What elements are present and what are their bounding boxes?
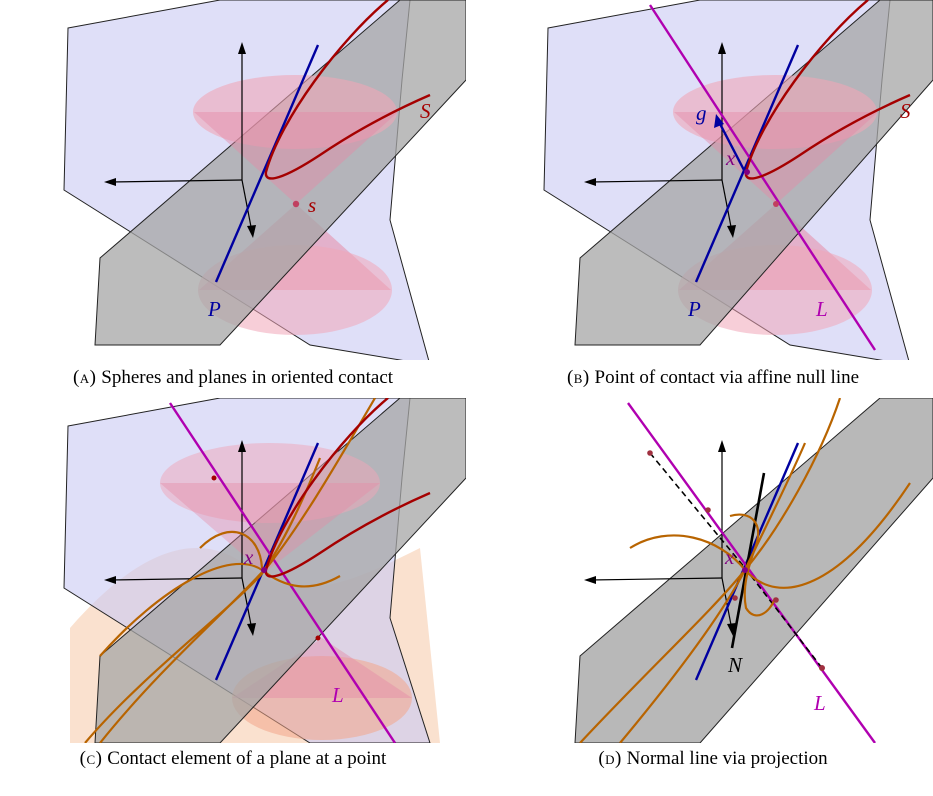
point-top bbox=[211, 475, 217, 481]
null-line bbox=[694, 44, 800, 283]
arrow-down-icon bbox=[727, 225, 736, 238]
arrow-up-icon bbox=[718, 440, 726, 452]
arrow-left-icon bbox=[104, 178, 116, 186]
caption-b: (b) Point of contact via affine null lin… bbox=[566, 367, 860, 388]
g-vector bbox=[716, 119, 747, 173]
orange-curves bbox=[84, 398, 376, 743]
label-L: L bbox=[815, 297, 828, 321]
label-L: L bbox=[813, 691, 826, 715]
label-S: S bbox=[900, 99, 911, 123]
point-s bbox=[773, 201, 779, 207]
curve-red bbox=[264, 398, 431, 578]
curve-S bbox=[744, 0, 911, 180]
panel-b: S g x P L (b) Point of contact via affin… bbox=[480, 0, 933, 398]
diagram-c: x L bbox=[63, 398, 466, 743]
arrow-left-icon bbox=[104, 576, 116, 584]
label-x: x bbox=[243, 545, 254, 569]
normal-line-N bbox=[730, 472, 766, 649]
curve-S bbox=[264, 0, 431, 180]
point-mid bbox=[315, 635, 321, 641]
label-P: P bbox=[687, 297, 701, 321]
arrow-down-icon bbox=[247, 623, 256, 636]
axes bbox=[589, 446, 733, 631]
projection-lines bbox=[649, 452, 823, 669]
projection-points bbox=[647, 450, 825, 671]
caption-a: (a) Spheres and planes in oriented conta… bbox=[72, 367, 394, 388]
arrow-left-icon bbox=[584, 178, 596, 186]
diagram-d: x N L bbox=[574, 398, 933, 743]
g-arrow-icon bbox=[714, 114, 724, 128]
label-s: s bbox=[308, 193, 316, 217]
caption-d: (d) Normal line via projection bbox=[598, 748, 828, 769]
panel-a: S s P (a) Spheres and planes in oriented… bbox=[0, 0, 466, 398]
upper-cone bbox=[194, 112, 398, 204]
panel-c: x L (c) Contact element of a plane at a … bbox=[0, 398, 466, 796]
label-S: S bbox=[420, 99, 431, 123]
label-g: g bbox=[696, 101, 707, 125]
label-x: x bbox=[725, 146, 736, 170]
line-L bbox=[648, 4, 877, 351]
arrow-up-icon bbox=[238, 440, 246, 452]
arrow-up-icon bbox=[718, 42, 726, 54]
label-L: L bbox=[331, 683, 344, 707]
line-L bbox=[627, 402, 876, 743]
upper-cone bbox=[160, 483, 380, 573]
point-x bbox=[261, 567, 267, 573]
arrow-up-icon bbox=[238, 42, 246, 54]
label-x: x bbox=[724, 545, 735, 569]
null-line bbox=[214, 442, 320, 681]
arrow-down-icon bbox=[247, 225, 256, 238]
null-line bbox=[214, 44, 320, 283]
caption-c: (c) Contact element of a plane at a poin… bbox=[79, 748, 387, 769]
upper-cone-top bbox=[160, 443, 380, 523]
label-N: N bbox=[727, 653, 743, 677]
diagram-b: S g x P L bbox=[543, 0, 933, 360]
point-x bbox=[742, 567, 748, 573]
gray-plane bbox=[94, 0, 466, 346]
axes bbox=[109, 48, 253, 233]
diagram-a: S s P bbox=[63, 0, 466, 360]
arrow-left-icon bbox=[584, 576, 596, 584]
point-s bbox=[292, 200, 300, 208]
lower-cone bbox=[232, 638, 412, 698]
point-x bbox=[744, 169, 750, 175]
panel-d: x N L (d) Normal line via projection bbox=[480, 398, 933, 796]
label-P: P bbox=[207, 297, 221, 321]
